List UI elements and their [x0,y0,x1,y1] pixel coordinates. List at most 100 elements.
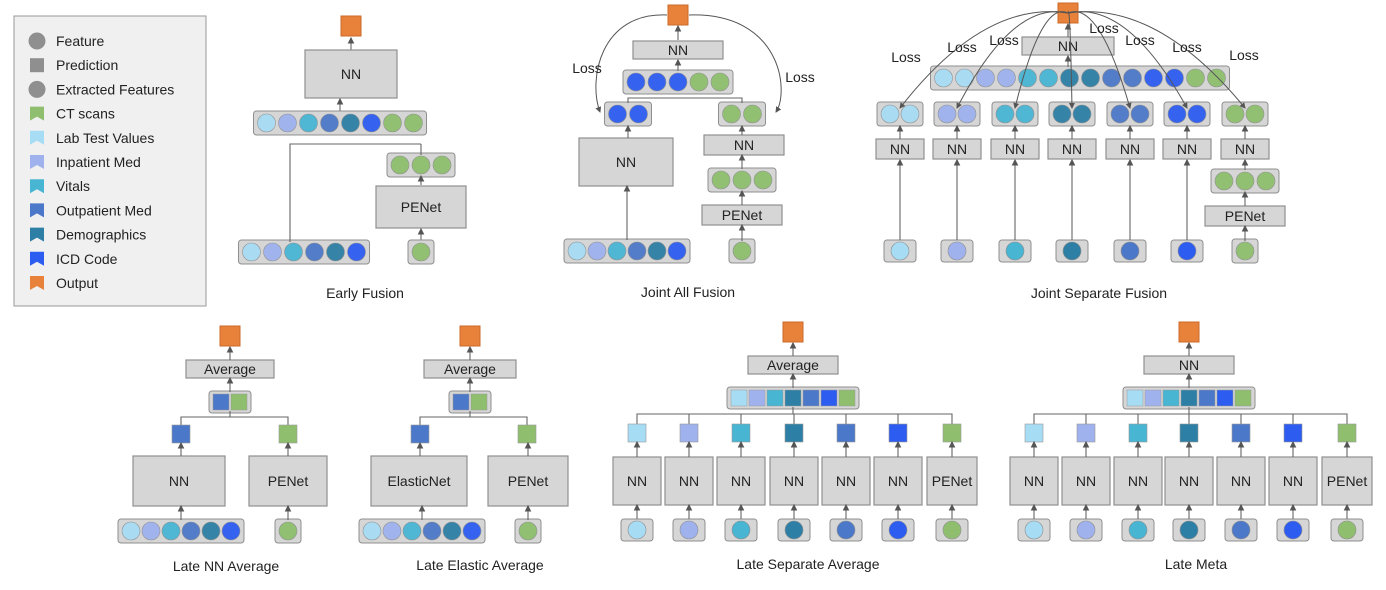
prediction-square [517,424,537,444]
penet-box [375,185,467,229]
nn-box-label: NN [169,473,189,489]
title-early-fusion: Early Fusion [326,285,404,301]
feature-circle [1179,520,1199,540]
feature-circle [710,72,730,92]
output-square [459,325,481,347]
legend-circle-icon [28,80,46,98]
output-square [667,4,689,26]
average-box-label: Average [204,361,256,377]
feature-circle [976,68,995,88]
feature-circle [1060,68,1079,88]
penet-box-label: PENet [1225,208,1266,224]
penet-box-label: PENet [401,199,442,215]
feature-circle [442,521,462,541]
feature-circle [141,521,161,541]
feature-circle [1283,520,1303,540]
prediction-square [820,389,838,407]
prediction-square [171,424,191,444]
nn-box-label: NN [668,42,688,58]
feature-circle [1187,104,1207,124]
nn-box [821,456,871,506]
legend-circle-icon [28,32,46,50]
penet-box [1321,456,1373,506]
feature-circle [390,155,410,175]
prediction-square [731,423,751,443]
legend-label: Extracted Features [56,81,174,97]
feature-circle [1167,104,1187,124]
feature-circle [362,521,382,541]
feature-circle [1256,171,1276,191]
feature-circle [1005,241,1025,261]
legend-label: Output [56,275,98,291]
loss-arc [1067,11,1075,109]
feature-circle [1130,104,1150,124]
loss-label: Loss [1125,32,1155,48]
feature-circle [1231,520,1251,540]
output-square [219,325,241,347]
feature-circle [587,241,607,261]
feature-circle [181,521,201,541]
nn-box-label: NN [888,473,908,489]
penet-box-label: PENet [508,473,549,489]
prediction-square [1024,423,1044,443]
nn-box [1268,456,1318,506]
nn-box-label: NN [1076,473,1096,489]
feature-circle [668,72,688,92]
nn-box [612,456,662,506]
loss-arc [899,11,1069,109]
feature-circle [900,104,920,124]
feature-circle [284,242,303,262]
nn-box-label: NN [836,473,856,489]
feature-circle [667,241,687,261]
average-box-label: Average [444,361,496,377]
feature-circle [1062,241,1082,261]
feature-circle [743,104,762,124]
loss-label: Loss [785,69,815,85]
feature-circle [1235,171,1255,191]
connector-line [180,416,289,425]
feature-circle [462,521,482,541]
connector-line [627,97,743,103]
feature-circle [627,520,647,540]
nn-box-label: NN [341,66,361,82]
legend-flag-icon [30,130,44,145]
feature-circle [1015,104,1035,124]
prediction-square [836,423,856,443]
feature-circle [263,242,282,262]
feature-circle [1128,520,1148,540]
feature-circle [341,113,360,133]
feature-circle [647,241,667,261]
prediction-square [1216,389,1234,407]
feature-circle [1052,104,1072,124]
penet-box-label: PENet [722,207,763,223]
prediction-square [1283,423,1303,443]
prediction-square [1144,389,1162,407]
loss-label: Loss [1172,39,1202,55]
loss-label: Loss [1229,47,1259,63]
legend-flag-icon [30,251,44,266]
feature-circle [732,241,752,261]
feature-circle [320,113,339,133]
feature-circle [753,170,773,190]
nn-box-label: NN [1231,473,1251,489]
nn-box [132,455,226,507]
nn-box [304,49,398,99]
penet-box-label: PENet [1327,473,1368,489]
elasticnet-box-label: ElasticNet [387,473,450,489]
feature-circle [404,113,423,133]
feature-circle [1110,104,1130,124]
penet-box-label: PENet [268,473,309,489]
legend-flag-icon [30,106,44,121]
feature-circle [432,155,452,175]
title-joint-all-fusion: Joint All Fusion [641,284,735,300]
prediction-square [784,389,802,407]
loss-arc [1013,11,1069,109]
feature-circle [567,241,587,261]
feature-circle [1123,68,1142,88]
prediction-square [1337,423,1357,443]
feature-circle [1081,68,1100,88]
feature-circle [722,104,741,124]
nn-box [1164,456,1214,506]
